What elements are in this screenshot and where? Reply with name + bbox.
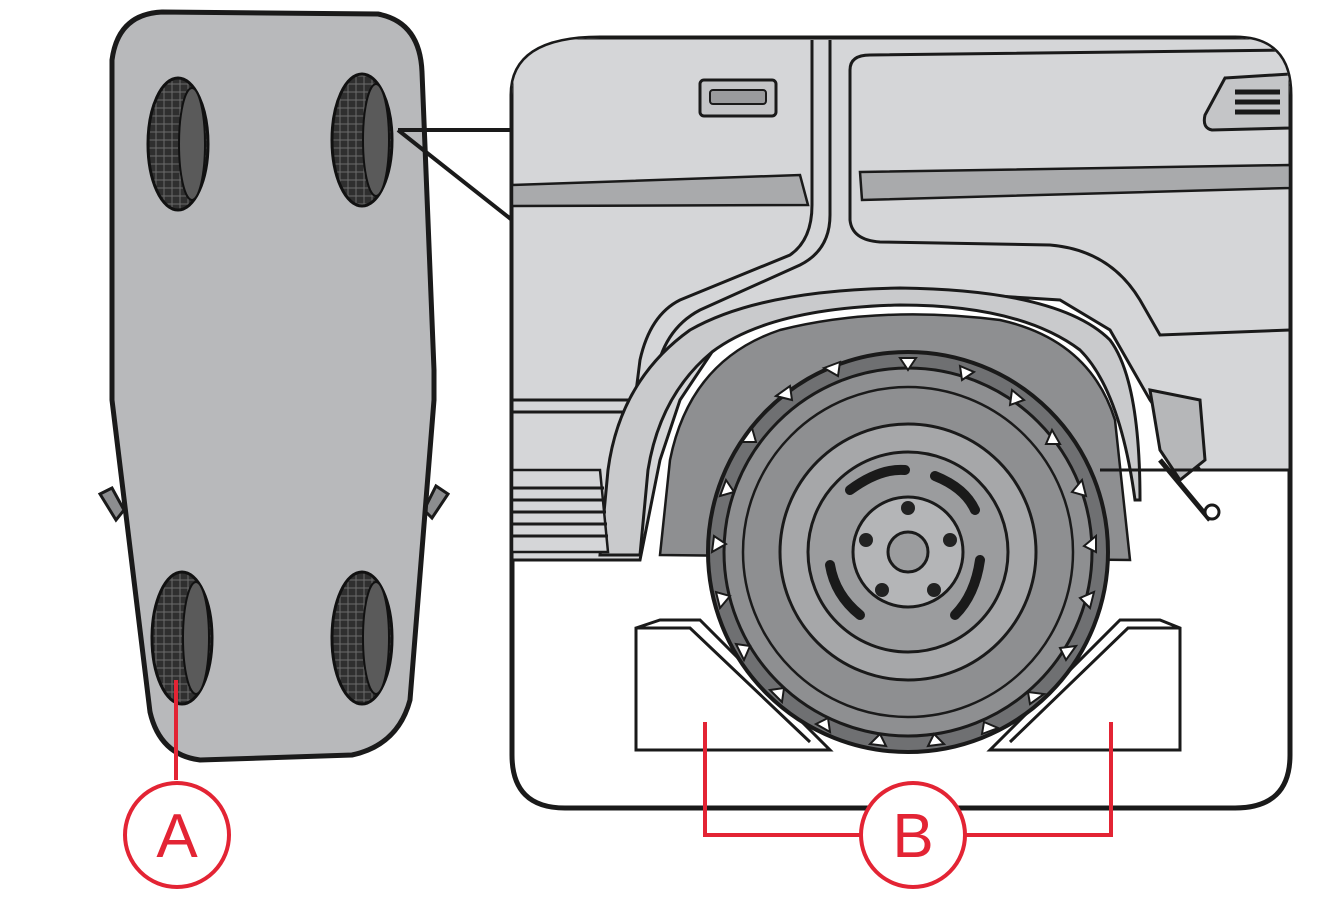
callout-b: B	[703, 722, 1113, 889]
callout-b-leader-left	[703, 722, 860, 837]
front-door-edge	[512, 40, 814, 402]
zoom-connector-bottom	[396, 128, 514, 222]
tire-tread	[710, 357, 1097, 748]
front-left-tire-icon	[146, 76, 210, 212]
side-moulding-front	[512, 173, 810, 208]
callout-a-label: A	[156, 802, 198, 871]
car-top-view-icon	[97, 9, 451, 763]
rear-left-tire-icon	[150, 570, 214, 706]
callout-b-circle	[859, 781, 967, 889]
callout-b-label: B	[892, 802, 933, 871]
front-right-tire-icon	[330, 72, 394, 208]
tire-icon	[706, 350, 1110, 754]
rear-right-tire-icon	[330, 570, 394, 706]
callout-b-leader-right	[966, 722, 1113, 837]
left-mirror	[97, 486, 126, 523]
wheel-arch-flare	[598, 286, 1142, 557]
callout-a: A	[123, 680, 231, 889]
rear-door-edge	[848, 48, 1290, 337]
side-moulding-rear	[858, 163, 1290, 202]
callout-a-circle	[123, 781, 231, 889]
zoom-inset	[509, 35, 1293, 811]
